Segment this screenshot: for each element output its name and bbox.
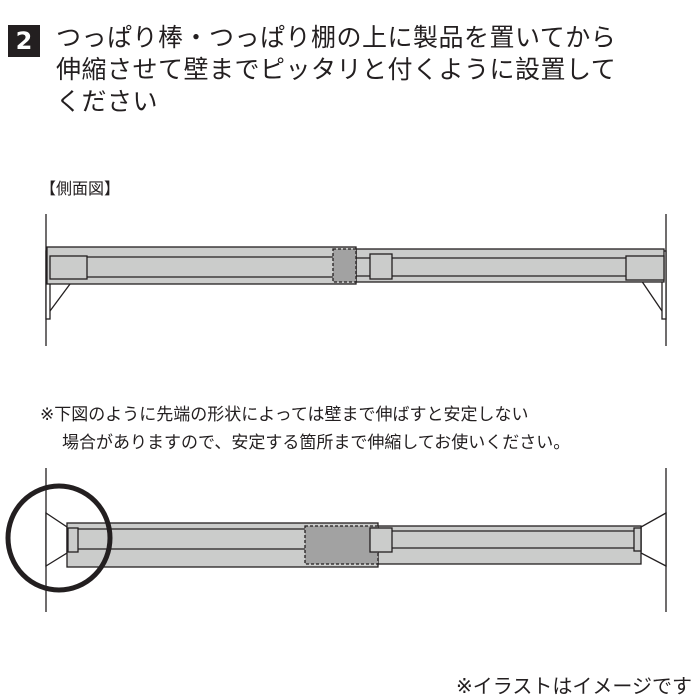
instruction-line: つっぱり棒・つっぱり棚の上に製品を置いてから xyxy=(56,23,617,52)
left-suction-cup xyxy=(45,511,68,568)
right-suction-cup xyxy=(640,511,667,568)
right-tube xyxy=(369,525,642,565)
note-line: ※下図のように先端の形状によっては壁まで伸ばすと安定しない xyxy=(40,405,529,425)
left-bracket-brace xyxy=(49,279,74,312)
overlap-region xyxy=(332,248,357,283)
note-line: 場合がありますので、安定する箇所まで伸縮してお使いください。 xyxy=(62,433,571,453)
right-tube xyxy=(355,248,665,283)
inner-slider xyxy=(369,253,393,280)
instruction-line: 伸縮させて壁までピッタリと付くように設置して xyxy=(56,55,617,84)
highlight-circle xyxy=(5,483,113,593)
side-view-diagram-caution xyxy=(5,468,667,612)
side-view-label: 【側面図】 xyxy=(40,179,121,198)
side-view-diagram-correct xyxy=(45,214,667,346)
instruction-line: ください xyxy=(56,87,159,116)
caution-note: ※下図のように先端の形状によっては壁まで伸ばすと安定しない 場合がありますので、… xyxy=(40,401,570,457)
illustration-disclaimer: ※イラストはイメージです xyxy=(456,674,692,698)
step-number-badge: 2 xyxy=(8,25,40,57)
step-instruction: つっぱり棒・つっぱり棚の上に製品を置いてから 伸縮させて壁までピッタリと付くよう… xyxy=(56,22,616,118)
left-end-cap xyxy=(49,255,88,280)
inner-slider xyxy=(369,527,393,553)
left-end-cap xyxy=(67,527,79,553)
right-bracket-brace xyxy=(640,279,663,312)
overlap-region xyxy=(304,525,379,565)
right-end-cap xyxy=(625,255,665,281)
left-tube xyxy=(46,246,357,285)
right-end-cap xyxy=(633,527,642,552)
